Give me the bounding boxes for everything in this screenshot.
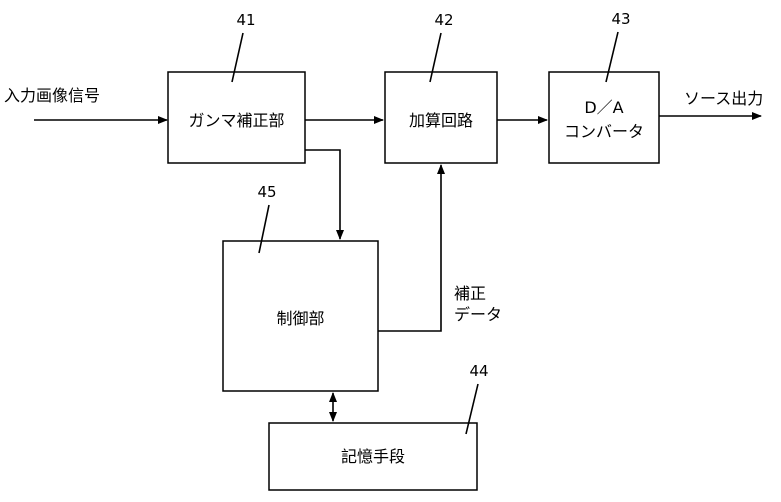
controller-block-number: 45	[257, 183, 276, 201]
gamma-block-number: 41	[236, 11, 255, 29]
controller-label: 制御部	[276, 309, 324, 328]
memory-label: 記憶手段	[341, 447, 405, 466]
adder-block-number: 42	[434, 11, 453, 29]
adder-label: 加算回路	[409, 111, 473, 130]
memory-block-number: 44	[469, 362, 488, 380]
dac-block	[549, 72, 659, 163]
dac-label-line-2: コンバータ	[564, 122, 644, 141]
output-label: ソース出力	[684, 89, 763, 108]
gamma-correction-label: ガンマ補正部	[188, 111, 284, 130]
gamma-to-controller-arrow	[305, 150, 340, 239]
controller-to-adder-arrow	[378, 165, 441, 331]
dac-label-line-1: D／A	[584, 98, 623, 117]
dac-block-number: 43	[611, 10, 630, 28]
correction-data-label-line-2: データ	[454, 305, 502, 324]
correction-data-label-line-1: 補正	[454, 284, 486, 303]
input-signal-label: 入力画像信号	[4, 86, 100, 105]
